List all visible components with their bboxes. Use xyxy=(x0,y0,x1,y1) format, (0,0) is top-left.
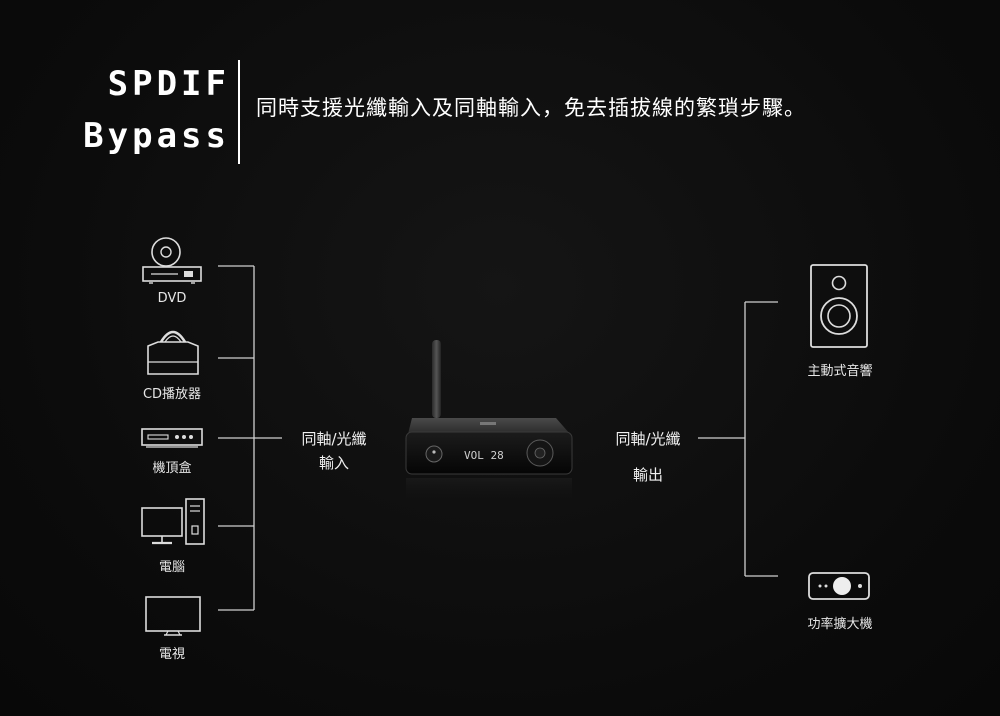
computer-icon xyxy=(138,496,208,548)
cd-player-icon xyxy=(144,324,202,378)
source-label-cd: CD播放器 xyxy=(142,387,202,402)
set-top-box-icon xyxy=(140,427,204,449)
source-label-computer: 電腦 xyxy=(158,560,185,575)
tv-icon xyxy=(142,594,204,638)
amplifier-icon xyxy=(806,570,872,604)
source-label-dvd: DVD xyxy=(157,291,187,306)
source-label-tv: 電視 xyxy=(158,647,185,662)
input-label-line2: 輸入 xyxy=(318,454,349,472)
title-spdif: SPDIF xyxy=(107,64,230,104)
dac-device-icon: VOL 28 xyxy=(398,334,582,506)
output-label-line2: 輸出 xyxy=(632,466,663,484)
output-label-line1: 同軸/光纖 xyxy=(615,430,681,448)
speaker-icon xyxy=(808,262,870,350)
input-label-line1: 同軸/光纖 xyxy=(301,430,367,448)
device-display: VOL 28 xyxy=(464,449,504,462)
destination-label-amplifier: 功率擴大機 xyxy=(807,617,873,632)
subtitle: 同時支援光纖輸入及同軸輸入，免去插拔線的繁瑣步驟。 xyxy=(256,96,806,120)
destination-label-speaker: 主動式音響 xyxy=(807,364,873,379)
dvd-player-icon xyxy=(138,236,204,288)
source-label-set-top-box: 機頂盒 xyxy=(152,461,192,476)
title-bypass: Bypass xyxy=(83,116,230,156)
title-divider xyxy=(238,60,240,164)
